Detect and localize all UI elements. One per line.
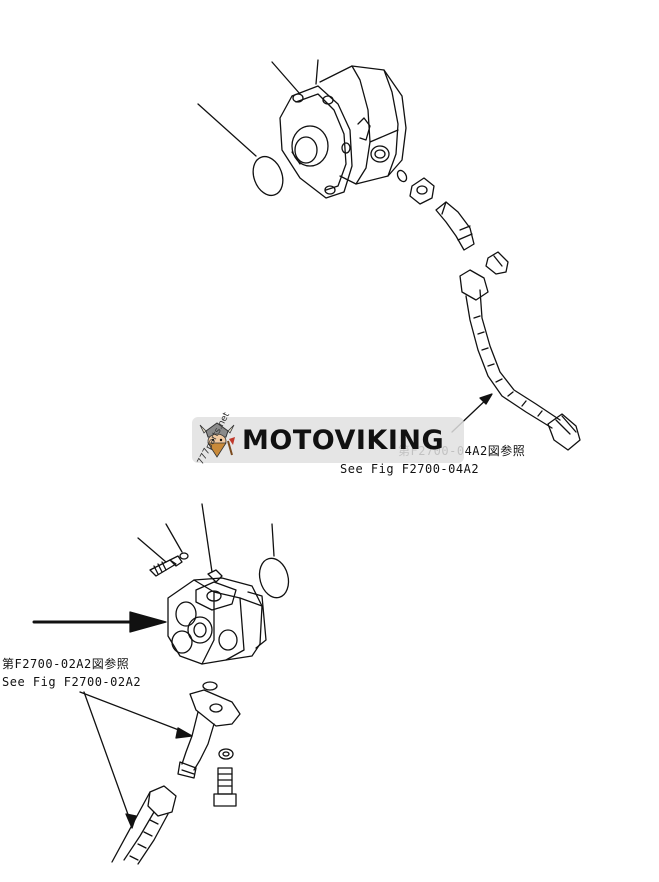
top-reference-en: See Fig F2700-04A2 [340, 462, 480, 476]
lower-reference-leaders [79, 691, 193, 829]
lower-bolt [137, 523, 189, 577]
viking-mascot-icon [199, 422, 235, 458]
upper-hose [451, 269, 581, 451]
brand-banner: MOTOVIKING [192, 417, 464, 463]
upper-pump [197, 59, 407, 199]
upper-o-ring [252, 155, 284, 197]
brand-name: MOTOVIKING [242, 424, 445, 456]
bottom-reference-en: See Fig F2700-02A2 [2, 675, 142, 689]
small-seal [202, 681, 218, 691]
lower-washer-bolt [213, 748, 237, 807]
upper-fittings [396, 169, 509, 275]
bottom-reference-jp: 第F2700-02A2図参照 [2, 657, 130, 671]
lower-o-ring [258, 557, 290, 599]
lower-hose [111, 785, 177, 865]
lower-elbow-pipe [177, 689, 241, 779]
lower-pump [32, 503, 267, 665]
